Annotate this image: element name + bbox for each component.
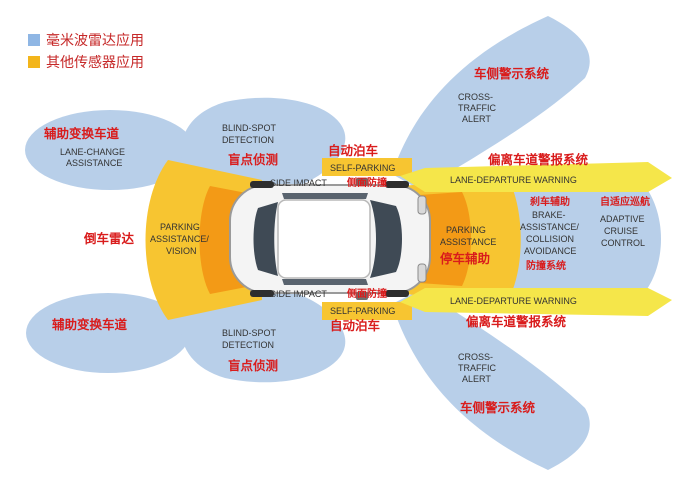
- label-front-parking-en-2: ASSISTANCE: [440, 237, 496, 247]
- car-wheel-fl: [385, 181, 409, 188]
- label-cross-bot-cn: 车侧警示系统: [460, 400, 536, 415]
- label-ldw-bot-en: LANE-DEPARTURE WARNING: [450, 296, 577, 306]
- zone-front-radar: [490, 178, 661, 300]
- car-roof: [277, 199, 371, 279]
- legend-label-radar: 毫米波雷达应用: [46, 32, 144, 49]
- label-ldw-top-cn: 偏离车道警报系统: [488, 152, 589, 167]
- car-wheel-rr: [250, 290, 274, 297]
- zone-cross-traffic-top: [392, 16, 590, 190]
- radar-zones: [25, 16, 661, 470]
- zone-lane-change-bottom: [26, 293, 190, 373]
- label-acc-en-3: CONTROL: [601, 238, 645, 248]
- label-brake-cn-2: 防撞系统: [526, 259, 566, 272]
- label-self-parking-bot-cn: 自动泊车: [330, 318, 381, 333]
- label-blind-bot-en-2: DETECTION: [222, 340, 274, 350]
- label-ldw-top-en: LANE-DEPARTURE WARNING: [450, 175, 577, 185]
- car-wheel-fr: [385, 290, 409, 297]
- car-headlight-top: [417, 195, 427, 215]
- car-side-glass-top: [282, 193, 368, 199]
- car-mirror-bottom: [356, 292, 368, 300]
- label-cross-bot-en-3: ALERT: [462, 374, 491, 384]
- car-windshield: [370, 200, 402, 278]
- zone-self-parking-bottom: [322, 302, 412, 320]
- label-lane-change-top-en-2: ASSISTANCE: [66, 158, 122, 168]
- label-brake-en-1: BRAKE-: [532, 210, 566, 220]
- label-brake-en-4: AVOIDANCE: [524, 246, 576, 256]
- zone-ldw-top: [400, 162, 672, 192]
- car-headlight-bottom: [417, 263, 427, 283]
- label-self-parking-top-en: SELF-PARKING: [330, 163, 395, 173]
- label-lane-change-bot-cn: 辅助变换车道: [52, 317, 128, 332]
- label-rear-parking-en-1: PARKING: [160, 222, 200, 232]
- label-rear-parking-en-3: VISION: [166, 246, 197, 256]
- car-top-view: [229, 178, 431, 300]
- legend-swatch-sensor: [28, 56, 40, 68]
- car-wheel-rl: [250, 181, 274, 188]
- label-cross-bot-en-2: TRAFFIC: [458, 363, 496, 373]
- label-cross-bot-en-1: CROSS-: [458, 352, 493, 362]
- car-rear-window: [253, 202, 278, 276]
- label-front-parking-cn: 停车辅助: [440, 251, 490, 266]
- label-blind-top-en-2: DETECTION: [222, 135, 274, 145]
- zone-ldw-bottom: [400, 288, 672, 316]
- label-cross-top-cn: 车侧警示系统: [474, 66, 550, 81]
- zone-cross-traffic-bottom: [392, 290, 590, 470]
- label-side-impact-top-en: SIDE IMPACT: [270, 178, 327, 188]
- label-acc-en-2: CRUISE: [604, 226, 638, 236]
- label-brake-en-3: COLLISION: [526, 234, 574, 244]
- label-side-impact-bot-en: SIDE IMPACT: [270, 289, 327, 299]
- zone-lane-change-top: [25, 110, 195, 190]
- label-blind-top-en-1: BLIND-SPOT: [222, 123, 277, 133]
- label-blind-bot-cn: 盲点侦测: [228, 358, 278, 373]
- label-acc-cn: 自适应巡航: [600, 195, 650, 208]
- zone-self-parking-top: [322, 158, 412, 176]
- label-cross-top-en-3: ALERT: [462, 114, 491, 124]
- label-brake-cn-1: 刹车辅助: [530, 195, 570, 208]
- legend: 毫米波雷达应用 其他传感器应用: [28, 32, 144, 71]
- label-front-parking-en-1: PARKING: [446, 225, 486, 235]
- label-brake-en-2: ASSISTANCE/: [520, 222, 579, 232]
- label-rear-radar-cn: 倒车雷达: [83, 231, 135, 246]
- label-cross-top-en-2: TRAFFIC: [458, 103, 496, 113]
- label-cross-top-en-1: CROSS-: [458, 92, 493, 102]
- label-self-parking-top-cn: 自动泊车: [328, 143, 379, 158]
- label-blind-top-cn: 盲点侦测: [228, 152, 278, 167]
- labels: 辅助变换车道 LANE-CHANGE ASSISTANCE BLIND-SPOT…: [44, 66, 650, 415]
- label-rear-parking-en-2: ASSISTANCE/: [150, 234, 209, 244]
- label-side-impact-bot-cn: 侧面防撞: [347, 287, 387, 300]
- label-blind-bot-en-1: BLIND-SPOT: [222, 328, 277, 338]
- label-lane-change-top-en-1: LANE-CHANGE: [60, 147, 125, 157]
- label-self-parking-bot-en: SELF-PARKING: [330, 306, 395, 316]
- legend-label-sensor: 其他传感器应用: [46, 54, 144, 71]
- car-side-glass-bottom: [282, 279, 368, 285]
- legend-swatch-radar: [28, 34, 40, 46]
- label-side-impact-top-cn: 侧面防撞: [347, 176, 387, 189]
- label-acc-en-1: ADAPTIVE: [600, 214, 645, 224]
- label-lane-change-top-cn: 辅助变换车道: [44, 126, 120, 141]
- car-mirror-top: [356, 178, 368, 186]
- label-ldw-bot-cn: 偏离车道警报系统: [466, 314, 567, 329]
